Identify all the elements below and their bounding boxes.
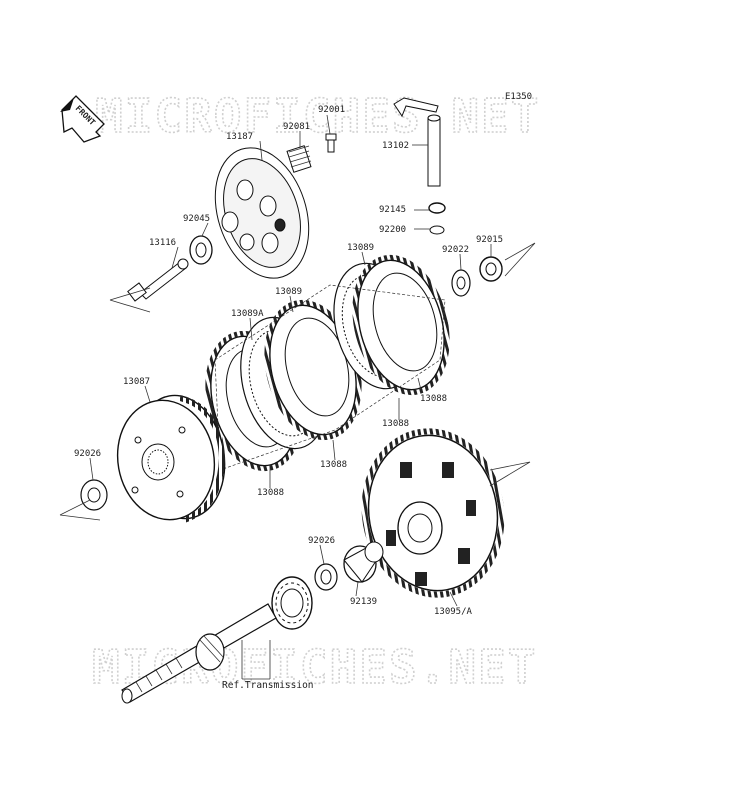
label-92081: 92081: [283, 122, 310, 132]
pressure-plate: [214, 147, 310, 279]
friction-plate-rear: [352, 254, 450, 396]
shaft-bearing: [271, 576, 313, 630]
release-shaft: [393, 97, 441, 187]
label-13187: 13187: [226, 132, 253, 142]
leader-lines: [59, 114, 536, 680]
front-arrow-icon: FRONT: [60, 95, 105, 143]
label-92001: 92001: [318, 105, 345, 115]
bolt-part: [325, 133, 337, 153]
label-13088-r2: 13088: [382, 419, 409, 429]
sleeve-92139: [343, 541, 384, 583]
label-92200: 92200: [379, 225, 406, 235]
label-13089-top: 13089: [347, 243, 374, 253]
label-13095A: 13095/A: [434, 607, 473, 617]
label-13089-mid: 13089: [275, 287, 302, 297]
label-92015: 92015: [476, 235, 503, 245]
transmission-shaft: [121, 603, 277, 704]
retainer-part: [428, 202, 446, 214]
label-13089A: 13089A: [231, 309, 264, 319]
label-92026-mid: 92026: [308, 536, 335, 546]
label-13088-c: 13088: [320, 460, 347, 470]
washer-92026-left: [80, 479, 108, 511]
label-92026-left: 92026: [74, 449, 101, 459]
diagram-code: E1350: [505, 92, 532, 102]
washer-small: [429, 225, 445, 235]
label-92139: 92139: [350, 597, 377, 607]
label-13087: 13087: [123, 377, 150, 387]
spring-part: [286, 145, 312, 173]
nut-92015: [479, 256, 503, 282]
reference-label: Ref.Transmission: [222, 680, 314, 691]
label-92145: 92145: [379, 205, 406, 215]
clutch-housing: [361, 428, 505, 598]
label-13088-l: 13088: [257, 488, 284, 498]
push-rod: [127, 258, 189, 302]
label-92045: 92045: [183, 214, 210, 224]
bearing-92045: [189, 235, 213, 265]
washer-92022: [451, 269, 471, 297]
clutch-hub: [116, 394, 226, 523]
washer-92026-mid: [314, 563, 338, 591]
label-92022: 92022: [442, 245, 469, 255]
watermark-top: MICROFICHES.NET: [95, 89, 540, 143]
label-13116: 13116: [149, 238, 176, 248]
label-13102: 13102: [382, 141, 409, 151]
label-13088-r1: 13088: [420, 394, 447, 404]
